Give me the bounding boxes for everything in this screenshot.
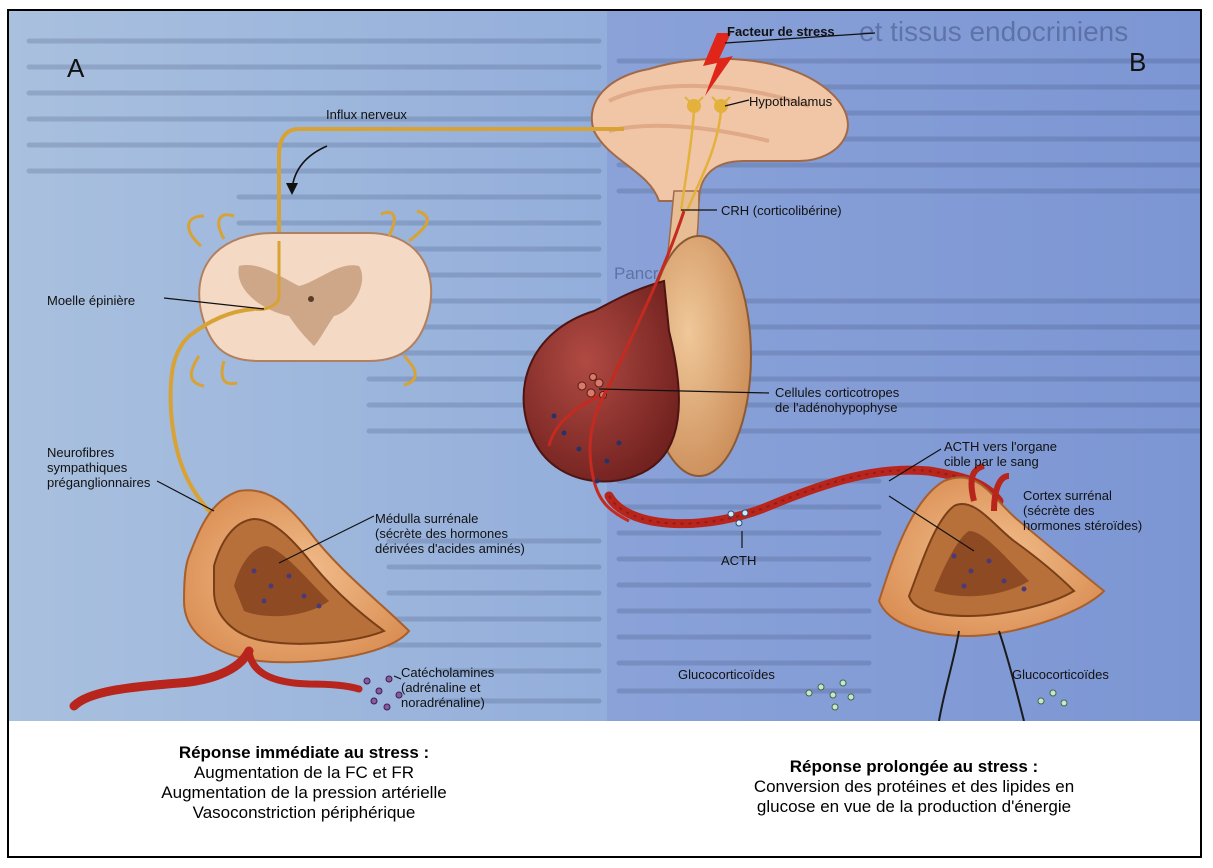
label-acth-vers-organe: ACTH vers l'organe cible par le sang	[944, 439, 1057, 469]
caption-prolonged-line: glucose en vue de la production d'énergi…	[684, 797, 1144, 817]
caption-immediate-line: Augmentation de la pression artérielle	[74, 783, 534, 803]
label-influx-nerveux: Influx nerveux	[326, 107, 407, 122]
label-glucocorticoides-right: Glucocorticoïdes	[1012, 667, 1109, 682]
background-heading-endocrine: et tissus endocriniens	[859, 16, 1128, 47]
caption-prolonged-response: Réponse prolongée au stress : Conversion…	[684, 757, 1144, 817]
label-neurofibres: Neurofibres sympathiques préganglionnair…	[47, 445, 150, 490]
label-catecholamines: Catécholamines (adrénaline et noradrénal…	[401, 665, 494, 710]
label-glucocorticoides-left: Glucocorticoïdes	[678, 667, 775, 682]
label-moelle-epiniere: Moelle épinière	[47, 293, 135, 308]
caption-immediate-response: Réponse immédiate au stress : Augmentati…	[74, 743, 534, 823]
caption-immediate-line: Augmentation de la FC et FR	[74, 763, 534, 783]
stress-response-illustration: et tissus endocriniens Pancréas	[9, 11, 1202, 721]
label-facteur-de-stress: Facteur de stress	[727, 24, 835, 39]
figure-frame: et tissus endocriniens Pancréas	[7, 9, 1202, 858]
caption-immediate-line: Vasoconstriction périphérique	[74, 803, 534, 823]
label-medulla-surrenale: Médulla surrénale (sécrète des hormones …	[375, 511, 525, 556]
label-hypothalamus: Hypothalamus	[749, 94, 832, 109]
label-cellules-corticotropes: Cellules corticotropes de l'adénohypophy…	[775, 385, 899, 415]
caption-prolonged-line: Conversion des protéines et des lipides …	[684, 777, 1144, 797]
caption-prolonged-title: Réponse prolongée au stress :	[684, 757, 1144, 777]
panel-letter-b: B	[1129, 47, 1146, 77]
label-cortex-surrenal: Cortex surrénal (sécrète des hormones st…	[1023, 488, 1142, 533]
label-crh: CRH (corticolibérine)	[721, 203, 842, 218]
label-acth: ACTH	[721, 553, 756, 568]
panel-letter-a: A	[67, 53, 85, 83]
caption-immediate-title: Réponse immédiate au stress :	[74, 743, 534, 763]
